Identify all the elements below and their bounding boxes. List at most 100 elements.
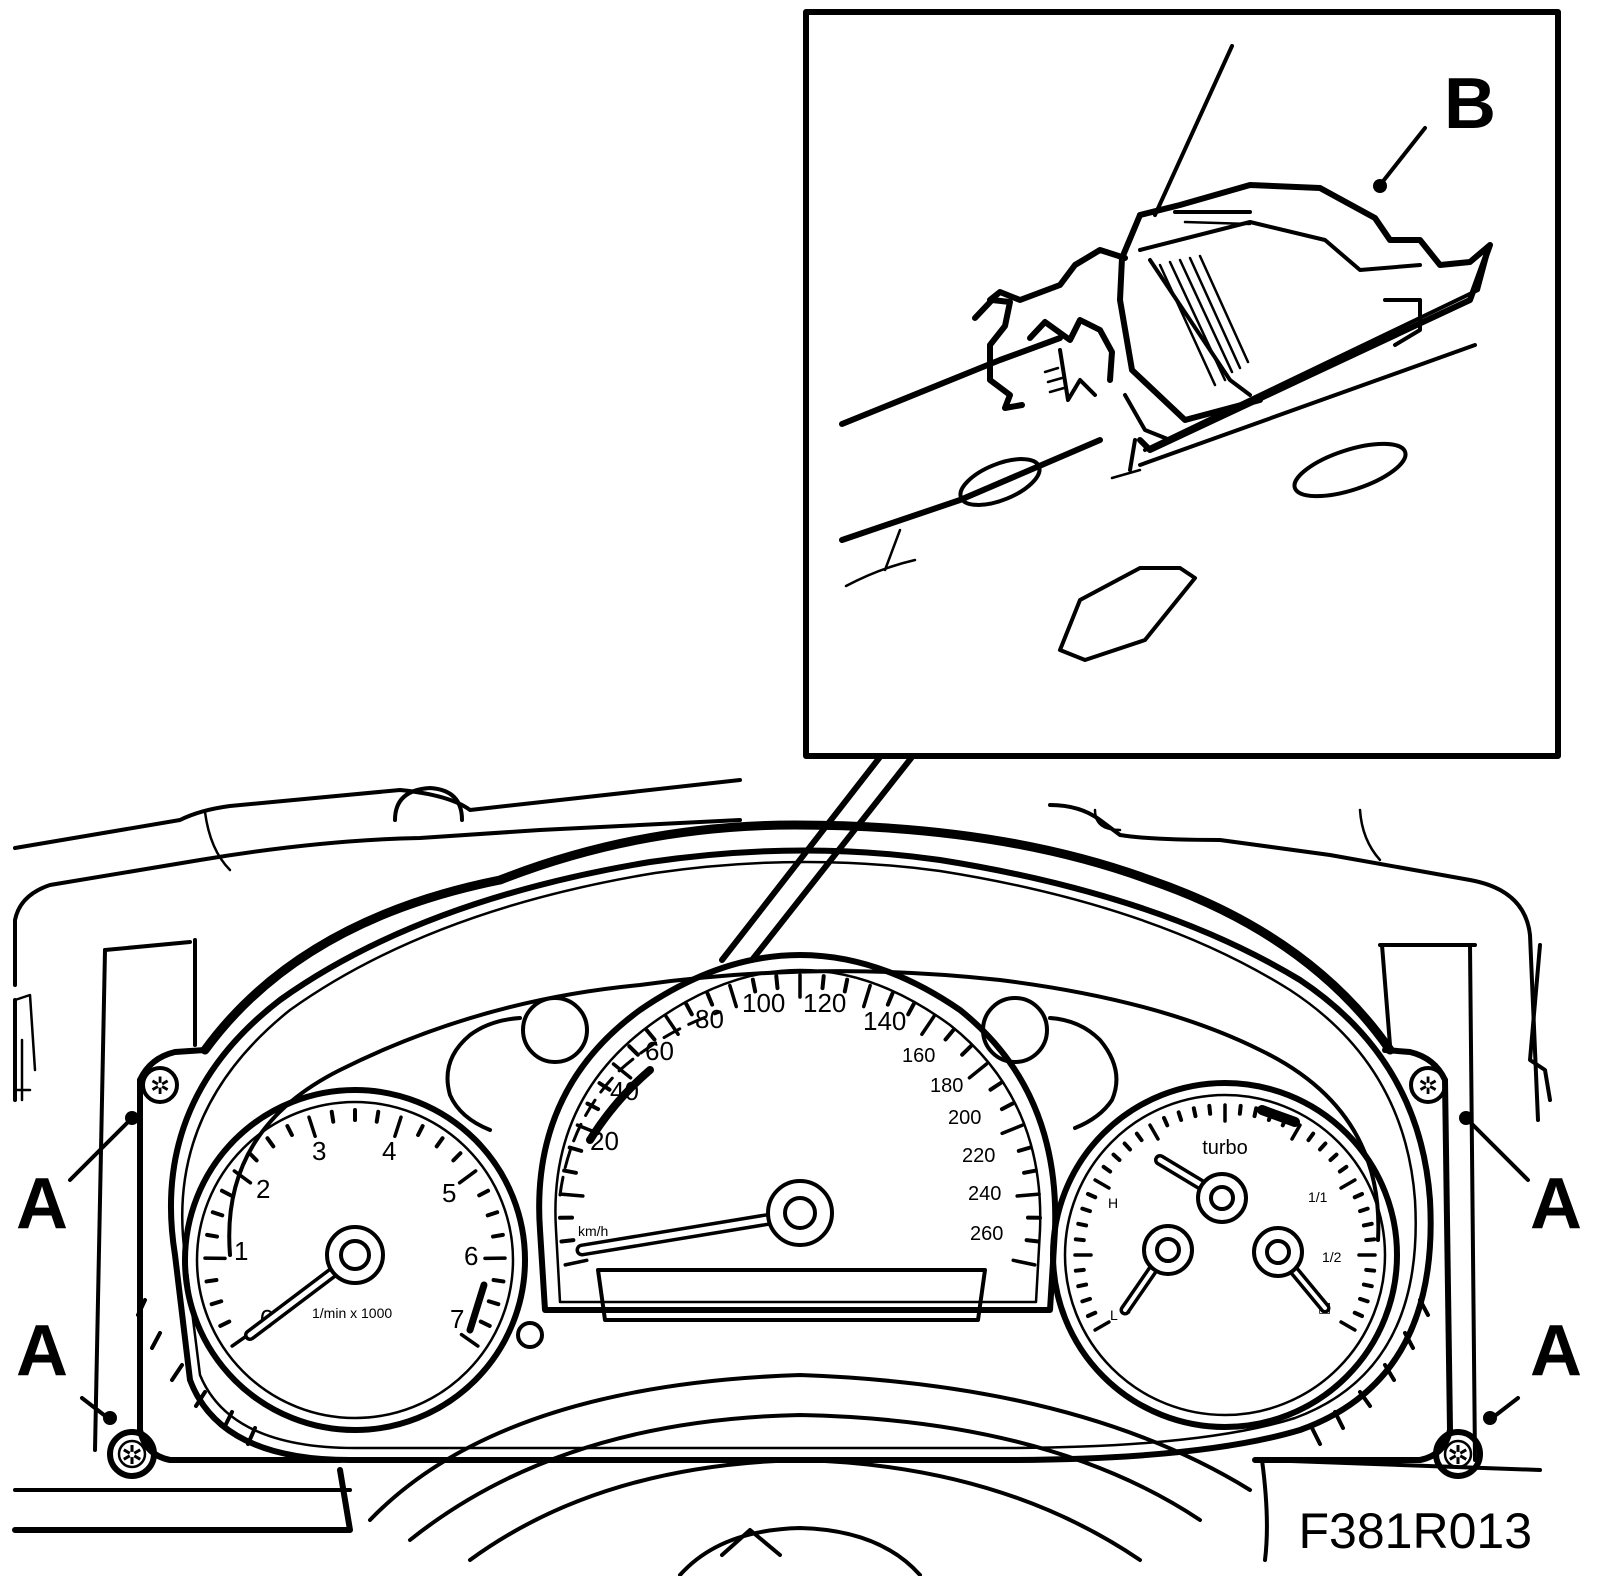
dial-tick: [627, 1044, 640, 1057]
speedometer-unit: km/h: [578, 1223, 608, 1239]
dial-tick: [1015, 1192, 1041, 1198]
dial-tick: [1337, 1164, 1349, 1174]
dial-tick: [920, 1014, 936, 1037]
dial-tick: [1093, 1320, 1111, 1332]
torx-icon: ✲: [150, 1073, 170, 1100]
screw-top-left: ✲: [141, 1066, 179, 1104]
speedometer-label: 40: [610, 1076, 639, 1106]
dial-tick: [485, 1210, 500, 1218]
fuel-half-label: 1/2: [1322, 1249, 1342, 1265]
speedometer-label: 60: [645, 1036, 674, 1066]
dial-tick: [1024, 1238, 1041, 1244]
dial-tick: [1085, 1310, 1098, 1319]
dial-tick: [416, 1124, 425, 1138]
inset-pointer-right: [749, 754, 915, 963]
dial-tick: [774, 974, 780, 991]
dial-tick: [205, 1232, 219, 1239]
dial-tick: [459, 1332, 480, 1348]
dial-tick: [684, 1001, 694, 1017]
dial-tick: [559, 1238, 576, 1244]
dial-tick: [1000, 1123, 1025, 1136]
dial-tick: [1328, 1152, 1339, 1162]
dial-tick: [1361, 1221, 1374, 1228]
dial-tick: [1073, 1267, 1086, 1273]
tachometer: 0 1 2 3 4 5 6 7 1/min x 1000: [182, 1087, 528, 1433]
dial-tick: [491, 1232, 505, 1239]
dial-tick: [1252, 1106, 1259, 1119]
figure-id: F381R013: [1299, 1503, 1533, 1559]
speedometer-label: 120: [803, 988, 846, 1018]
dial-tick: [820, 974, 826, 991]
dial-tick: [611, 1062, 633, 1080]
tachometer-unit: 1/min x 1000: [312, 1305, 392, 1321]
warning-lamp-left: [521, 996, 589, 1064]
bezel-top-edge: [200, 820, 1395, 1055]
turbo-label: turbo: [1202, 1137, 1248, 1159]
combi-ticks: [1073, 1103, 1377, 1332]
dial-tick: [885, 991, 895, 1007]
inset-pointer-left: [719, 754, 883, 963]
dial-tick: [393, 1115, 403, 1139]
screw-top-right: ✲: [1409, 1066, 1447, 1104]
temp-high-label: H: [1108, 1195, 1118, 1211]
torx-icon: ✲: [121, 1440, 143, 1470]
dial-tick: [1358, 1296, 1370, 1304]
dial-tick: [218, 1319, 232, 1328]
dial-tick: [1080, 1296, 1092, 1304]
dial-tick: [1073, 1237, 1086, 1243]
dial-tick: [491, 1278, 506, 1284]
tachometer-ticks: [203, 1108, 507, 1348]
dial-tick: [247, 1151, 259, 1163]
speedometer-label: 100: [742, 988, 785, 1018]
dial-tick: [1085, 1191, 1098, 1200]
dial-tick: [1134, 1131, 1144, 1143]
dial-tick: [1076, 1221, 1089, 1228]
dial-tick: [960, 1044, 973, 1057]
tachometer-label: 5: [442, 1178, 456, 1208]
speedometer-needle: [579, 1212, 798, 1253]
mounting-screws: ✲ ✲ ✲ ✲: [107, 1066, 1483, 1479]
torx-icon: ✲: [1447, 1440, 1469, 1470]
dial-tick: [1207, 1103, 1213, 1116]
tachometer-label: 7: [450, 1304, 464, 1334]
speedometer-label: 200: [948, 1107, 981, 1129]
dial-tick: [988, 1081, 1003, 1092]
dial-tick: [1022, 1168, 1038, 1175]
dial-tick: [209, 1299, 224, 1307]
dial-tick: [563, 1258, 589, 1267]
dial-tick: [1237, 1103, 1243, 1116]
dial-tick: [1339, 1320, 1357, 1332]
dial-tick: [1122, 1141, 1132, 1152]
turbo-zone-bar: [1257, 1105, 1300, 1127]
cable-wire: [1153, 44, 1234, 217]
dial-tick: [585, 1101, 601, 1112]
dial-tick: [329, 1109, 336, 1124]
dial-tick: [842, 977, 850, 994]
temp-low-label: L: [1110, 1307, 1118, 1323]
trip-reset-knob: [516, 1321, 544, 1349]
dial-tick: [265, 1136, 276, 1149]
callouts-a: A A A A: [16, 1111, 1582, 1425]
tachometer-label: 2: [256, 1174, 270, 1204]
dial-tick: [219, 1188, 233, 1198]
dial-tick: [477, 1188, 491, 1198]
callout-a-label-2: A: [1530, 1164, 1582, 1244]
dial-tick: [562, 1168, 578, 1175]
dial-tick: [1176, 1110, 1184, 1122]
dial-tick: [567, 1145, 584, 1153]
dial-tick: [307, 1115, 317, 1139]
dial-tick: [559, 1192, 585, 1198]
dashboard-outline: [13, 778, 1552, 1462]
speedometer-label: 180: [930, 1075, 963, 1097]
dial-tick: [1318, 1141, 1328, 1152]
dial-tick: [1306, 1131, 1316, 1143]
torx-icon: ✲: [1418, 1073, 1438, 1100]
dial-tick: [1111, 1152, 1122, 1162]
mounting-hole-right: [1292, 441, 1408, 499]
panel-edge-upper: [839, 335, 1063, 427]
screw-bottom-right: ✲: [1433, 1429, 1483, 1479]
dial-tick: [204, 1278, 219, 1284]
tachometer-label: 1: [234, 1236, 248, 1266]
dial-tick: [750, 977, 758, 994]
dial-tick: [644, 1028, 657, 1042]
